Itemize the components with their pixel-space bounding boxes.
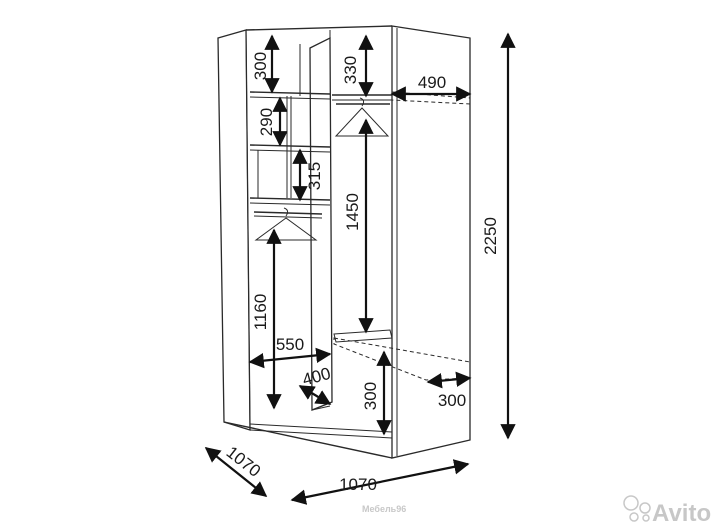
dim-label-overall-height: 2250 [481,217,500,255]
dim-label-490: 490 [418,73,446,92]
dim-label-bottom-300: 300 [361,382,380,410]
dimension-arrows [204,32,516,505]
dim-label-550: 550 [276,335,304,354]
dim-label-290: 290 [257,108,276,136]
avito-logo-icon [623,495,651,522]
dim-label-315: 315 [305,162,324,190]
dim-label-front-width: 1070 [339,475,377,494]
dim-label-top-right-330: 330 [341,56,360,84]
dim-label-top-left-300: 300 [251,52,270,80]
dim-label-shelf-300: 300 [438,391,466,410]
wardrobe-body [217,25,471,459]
dim-label-1450: 1450 [343,193,362,231]
avito-brand-text: Avito [652,500,711,527]
dim-label-left-depth: 1070 [223,443,265,481]
dim-label-1160: 1160 [251,294,270,331]
avito-watermark: Avito [623,495,711,527]
shop-watermark: Мебель96 [362,504,406,514]
